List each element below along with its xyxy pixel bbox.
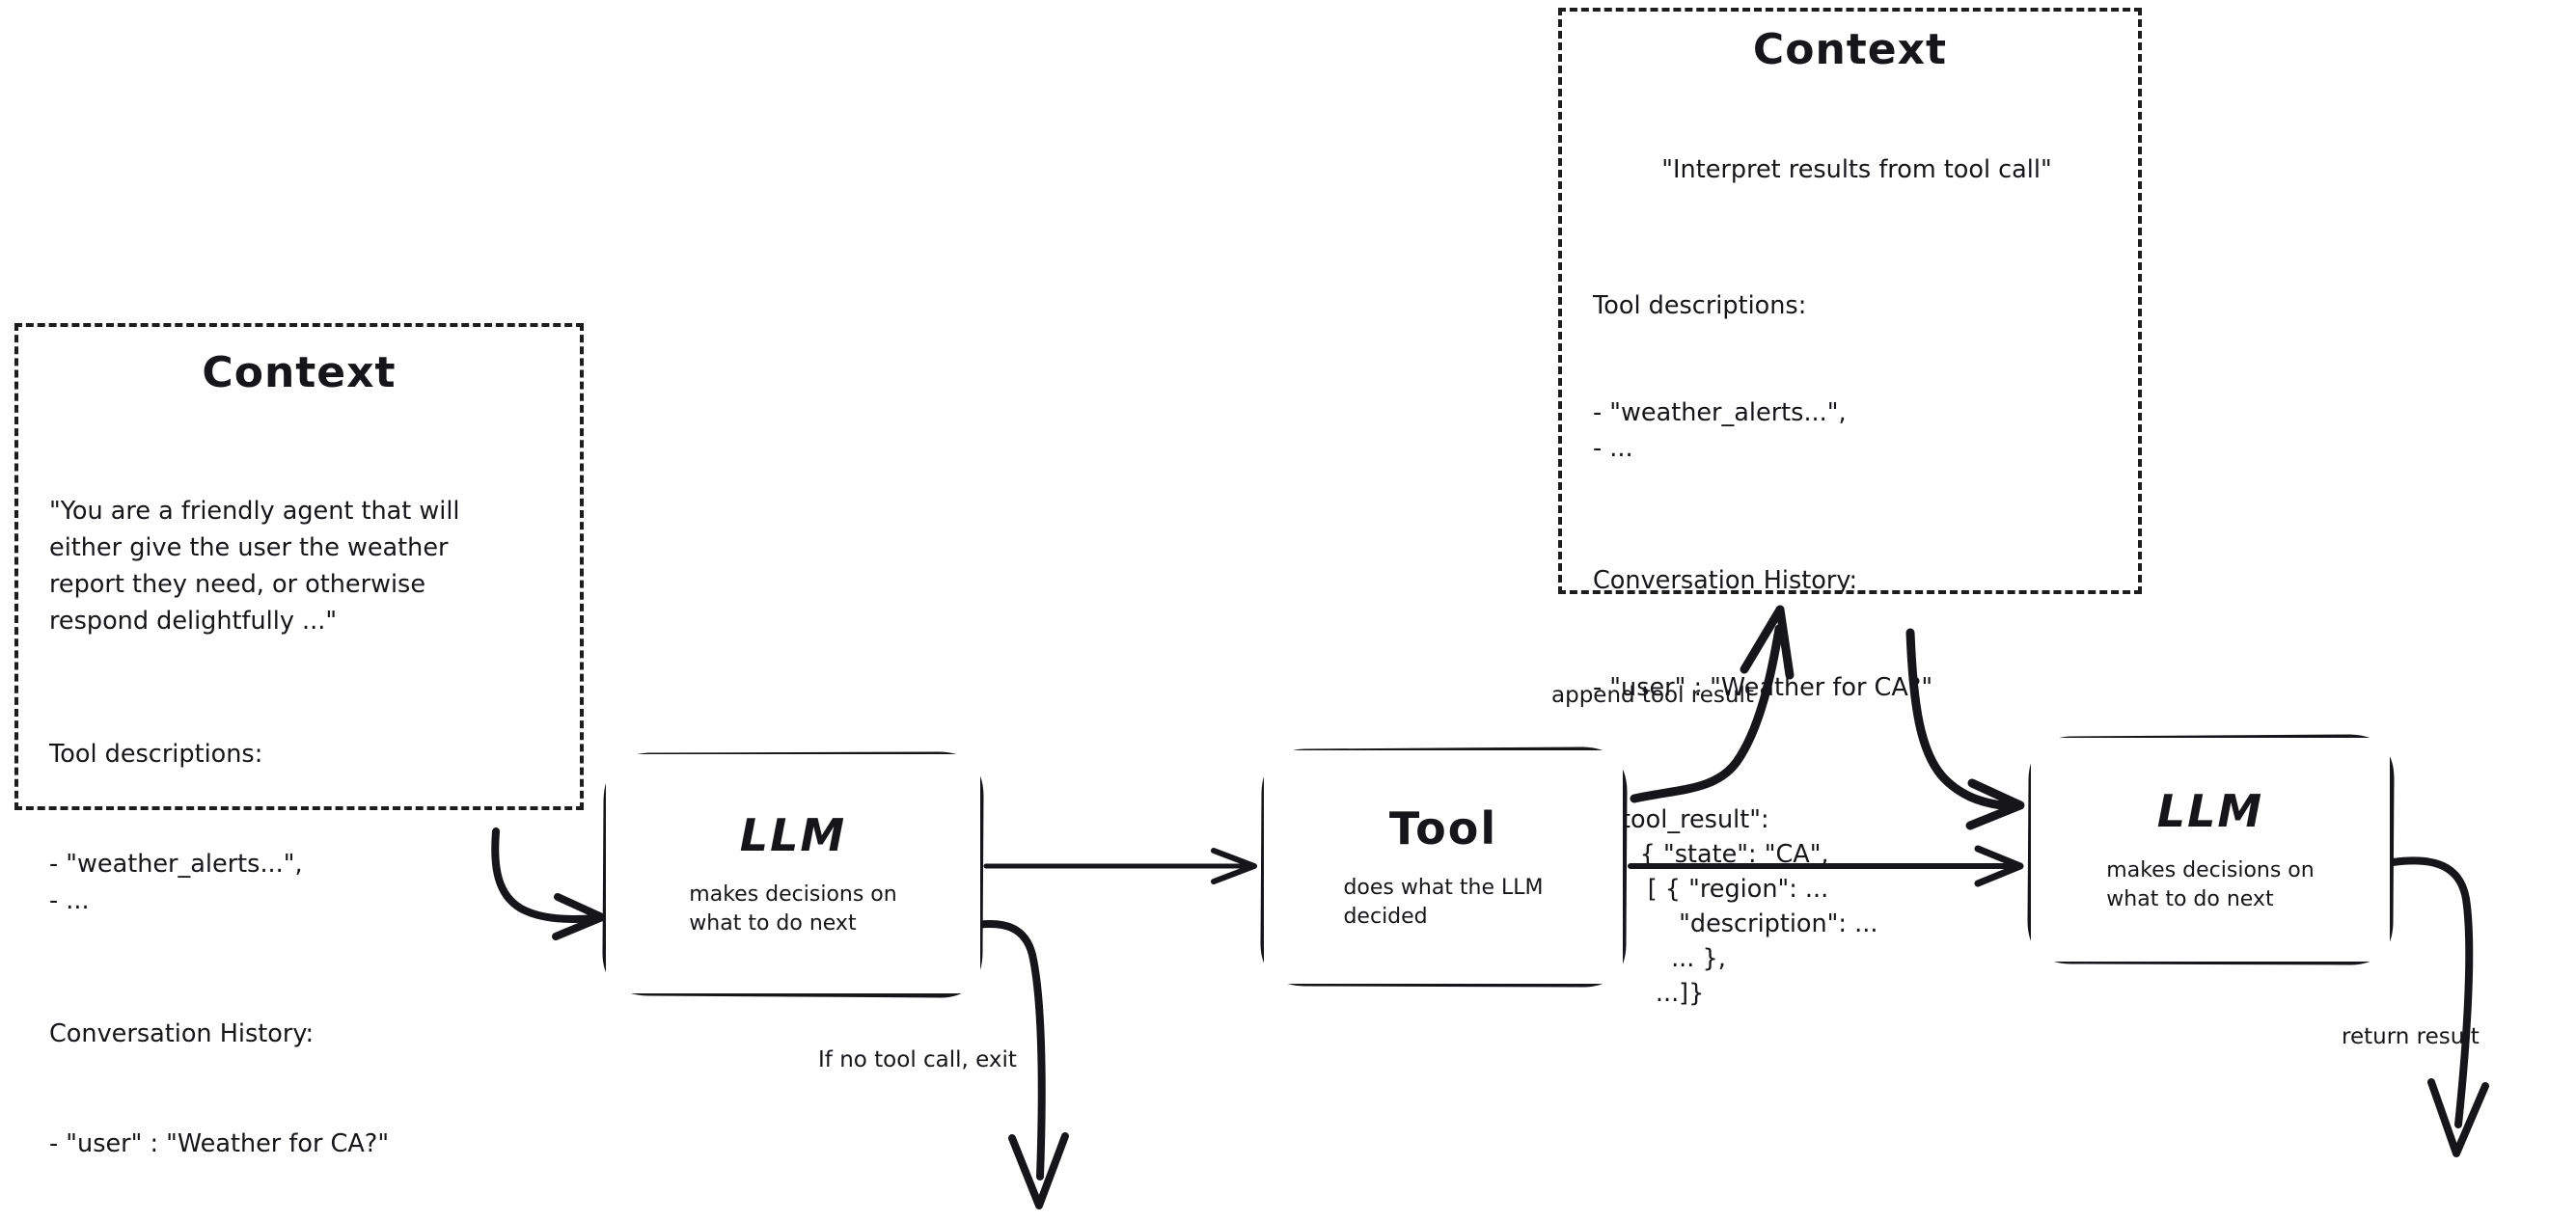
context-left-conversation-heading: Conversation History: bbox=[49, 1019, 315, 1048]
edge-context-to-llm1-line bbox=[491, 828, 600, 923]
node-llm-1-subtitle: makes decisions on what to do next bbox=[689, 882, 897, 936]
edge-label-append-tool-result: append tool result bbox=[1551, 683, 1754, 708]
edge-context-to-llm1-head bbox=[552, 893, 606, 940]
context-right-conversation-heading: Conversation History: bbox=[1593, 566, 1858, 595]
context-left-tools-items: - "weather_alerts...", - ... bbox=[49, 850, 303, 915]
edge-tool-to-context-line bbox=[1630, 624, 1784, 803]
edge-llm1-to-tool-head bbox=[1211, 848, 1257, 884]
context-panel-left: Context "You are a friendly agent that w… bbox=[14, 323, 584, 1158]
context-left-title: Context bbox=[202, 348, 397, 397]
context-left-conversation-items: - "user" : "Weather for CA?" bbox=[49, 1129, 390, 1158]
node-tool-title: Tool bbox=[1388, 802, 1498, 855]
context-left-body: "You are a friendly agent that will eith… bbox=[49, 420, 580, 1221]
context-left-system-prompt: "You are a friendly agent that will eith… bbox=[49, 497, 460, 636]
context-right-system-prompt: "Interpret results from tool call" bbox=[1661, 155, 2052, 184]
context-right-conversation-user: - "user" : "Weather for CA?" bbox=[1593, 673, 1933, 702]
edge-llm1-exit-line bbox=[973, 920, 1046, 1180]
context-right-tool-result: - "tool_result": { "state": "CA", [ { "r… bbox=[1593, 805, 1878, 1008]
node-llm-1-title: LLM bbox=[739, 809, 847, 861]
node-llm-2-title: LLM bbox=[2156, 785, 2264, 837]
edge-label-if-no-tool-call-exit: If no tool call, exit bbox=[818, 1047, 1017, 1072]
edge-tool-to-llm2-head bbox=[1974, 845, 2024, 887]
node-llm-2-subtitle: makes decisions on what to do next bbox=[2106, 858, 2315, 911]
node-llm-1[interactable]: LLM makes decisions on what to do next bbox=[606, 754, 980, 993]
edge-label-return-result: return result bbox=[2342, 1024, 2480, 1049]
context-right-tools-items: - "weather_alerts...", - ... bbox=[1593, 398, 1847, 463]
context-right-tools-heading: Tool descriptions: bbox=[1593, 291, 1807, 320]
context-panel-right: Context "Interpret results from tool cal… bbox=[1558, 8, 2142, 1008]
edge-context-to-llm2-line bbox=[1905, 628, 2015, 811]
node-tool-subtitle: does what the LLM decided bbox=[1343, 876, 1544, 929]
edge-llm2-return-head bbox=[2427, 1078, 2489, 1157]
node-tool[interactable]: Tool does what the LLM decided bbox=[1264, 750, 1623, 984]
node-llm-2[interactable]: LLM makes decisions on what to do next bbox=[2031, 738, 2390, 962]
edge-context-to-llm2-head bbox=[1965, 778, 2025, 830]
edge-llm1-exit-head bbox=[1008, 1132, 1069, 1209]
context-left-tools-heading: Tool descriptions: bbox=[49, 740, 263, 769]
edge-tool-to-context-head bbox=[1740, 605, 1795, 680]
context-right-body: "Interpret results from tool call" Tool … bbox=[1593, 81, 2138, 1082]
context-right-title: Context bbox=[1752, 25, 1948, 74]
edge-llm2-return-line bbox=[2389, 856, 2474, 1128]
